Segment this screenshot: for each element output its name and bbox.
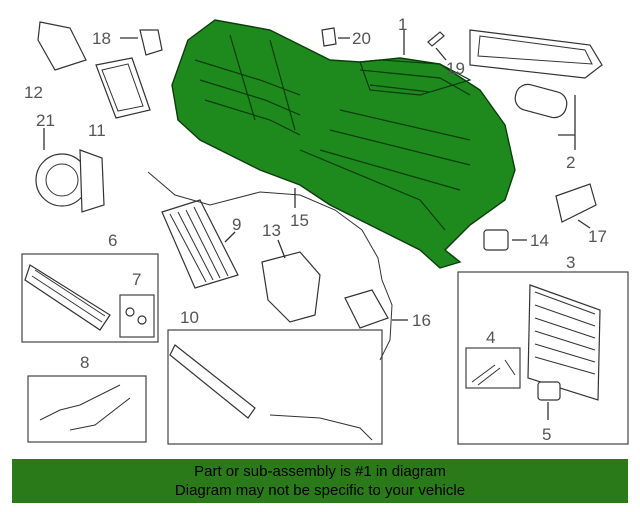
callout-7[interactable]: 7 (132, 270, 141, 289)
callout-15[interactable]: 15 (290, 211, 309, 230)
part-18-clip[interactable] (139, 29, 163, 56)
part-8-box (27, 375, 147, 443)
part-5-sensor[interactable] (537, 381, 561, 401)
part-16-module[interactable] (344, 289, 389, 329)
parts-diagram: 1 2 3 4 5 6 7 8 (21, 15, 629, 445)
part-15-harness[interactable] (147, 171, 393, 361)
callout-14[interactable]: 14 (530, 231, 549, 250)
callout-1[interactable]: 1 (398, 15, 407, 34)
callout-11[interactable]: 11 (88, 121, 106, 140)
callout-6[interactable]: 6 (108, 231, 117, 250)
leader-17 (577, 219, 591, 229)
part-3-box (457, 271, 629, 445)
part-3-evaporator[interactable] (527, 284, 601, 401)
callout-19[interactable]: 19 (446, 59, 465, 78)
callout-3[interactable]: 3 (566, 253, 575, 272)
part-21-blower-motor[interactable] (35, 149, 105, 213)
part-14-sensor[interactable] (483, 229, 509, 251)
leader-9 (224, 231, 236, 243)
part-7-clips[interactable] (125, 307, 147, 325)
part-4-box (465, 347, 521, 389)
callout-20[interactable]: 20 (352, 29, 371, 48)
callout-17[interactable]: 17 (588, 227, 607, 246)
callout-9[interactable]: 9 (232, 215, 241, 234)
info-banner: Part or sub-assembly is #1 in diagram Di… (12, 459, 628, 503)
callout-8[interactable]: 8 (80, 353, 89, 372)
part-8-pipes[interactable] (39, 384, 131, 431)
part-7-box (119, 294, 155, 338)
part-6-heater-core[interactable] (24, 264, 111, 331)
leader-13 (277, 239, 286, 259)
callout-5[interactable]: 5 (542, 425, 551, 444)
part-6-box (21, 253, 159, 343)
part-19-pin[interactable] (427, 31, 445, 47)
part-20-clip[interactable] (321, 27, 337, 47)
callout-4[interactable]: 4 (486, 328, 495, 347)
callout-18[interactable]: 18 (92, 29, 111, 48)
part-9-cabin-filter[interactable] (161, 199, 239, 289)
callout-10[interactable]: 10 (180, 308, 199, 327)
part-2-seals[interactable] (469, 29, 603, 120)
leader-19 (435, 47, 447, 61)
callout-2[interactable]: 2 (566, 153, 575, 172)
callout-13[interactable]: 13 (262, 221, 281, 240)
callout-12[interactable]: 12 (24, 83, 43, 102)
callout-16[interactable]: 16 (412, 311, 431, 330)
leader-2 (558, 95, 576, 150)
part-4-fasteners[interactable] (471, 359, 516, 386)
banner-line-2: Diagram may not be specific to your vehi… (174, 482, 466, 499)
part-11-gasket[interactable] (95, 57, 151, 119)
callout-21[interactable]: 21 (36, 111, 55, 130)
part-13-actuator[interactable] (261, 251, 321, 323)
part-10-box (167, 329, 383, 445)
part-12-inlet[interactable] (37, 21, 87, 71)
part-17-bracket[interactable] (555, 183, 597, 223)
part-1-hvac-housing[interactable] (171, 19, 516, 269)
part-10-duct[interactable] (169, 344, 373, 441)
banner-line-1: Part or sub-assembly is #1 in diagram (194, 463, 446, 480)
